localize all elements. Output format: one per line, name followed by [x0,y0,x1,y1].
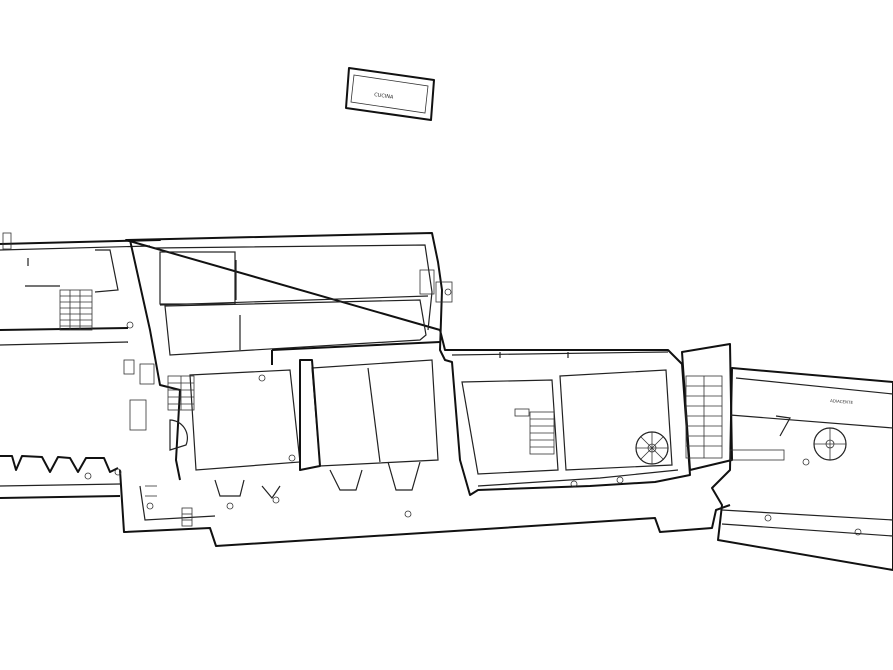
central-rooms [123,359,439,471]
east-wing-label: ADIACENTE [830,398,854,405]
detached-block: CUCINA [345,67,435,121]
east-stair [514,408,555,455]
detached-block-label: CUCINA [374,92,394,101]
central-stair [167,375,195,411]
spiral-stair [635,431,669,465]
left-stair [59,289,93,331]
east-wing: ADIACENTE [711,367,893,571]
south-corridor [119,461,731,547]
link-stair [681,343,733,471]
left-wing [0,232,161,499]
level-markers [84,288,862,536]
east-rooms [451,351,673,475]
main-block [125,232,691,496]
